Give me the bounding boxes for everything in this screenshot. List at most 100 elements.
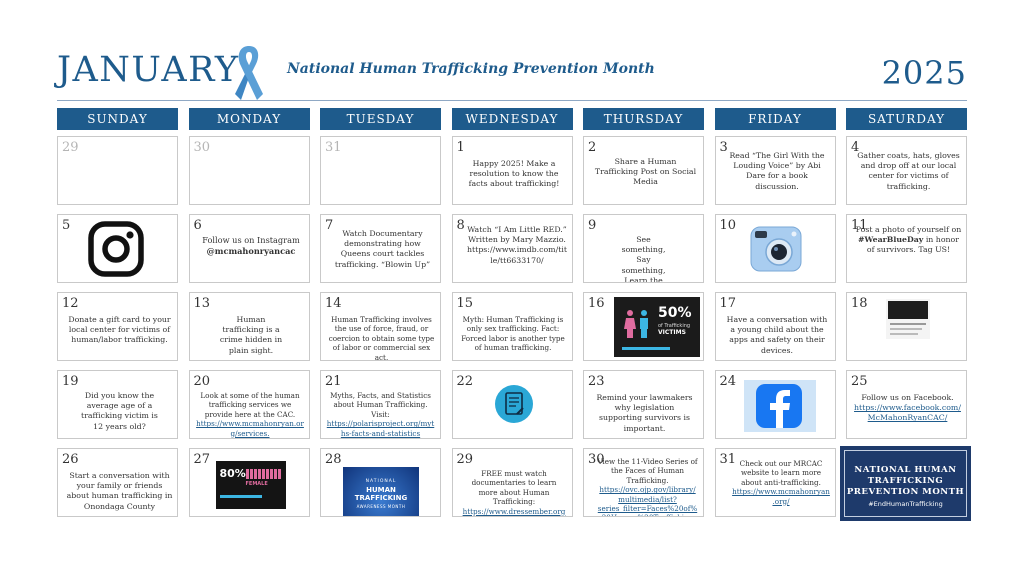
honor-survivors-text: in honor of survivors. Tag US! (866, 235, 959, 255)
day-number: 30 (588, 452, 605, 467)
weekday-sunday: SUNDAY (57, 108, 178, 130)
day-number: 11 (851, 218, 868, 233)
documentaries-text: FREE must watch documentaries to learn m… (471, 469, 557, 507)
day-number: 22 (456, 374, 474, 389)
day-cell-26: 26 Start a conversation with your family… (57, 448, 178, 517)
month-title: JANUARY (57, 50, 240, 90)
day-number: 28 (325, 452, 342, 467)
poster-line-1: of Trafficking (658, 323, 691, 329)
poster-top: NATIONAL (365, 479, 397, 484)
polaris-link[interactable]: https://polarisproject.org/myths-facts-a… (326, 419, 435, 438)
day-cell-22: 22 (451, 370, 573, 439)
services-link[interactable]: https://www.mcmahonryan.org/services. (196, 419, 304, 438)
wear-blue-day-hashtag: #WearBlueDay (858, 235, 924, 245)
day-cell-8: 8 Watch “I Am Little RED.” Written by Ma… (451, 214, 573, 283)
poster-percent: 50% (658, 305, 692, 321)
day-cell-4: 4 Gather coats, hats, gloves and drop of… (846, 136, 967, 205)
day-text: Remind your lawmakers why legislation su… (596, 393, 693, 433)
day-text: Follow us on Instagram @mcmahonryancac (198, 235, 305, 257)
awareness-flyer-thumbnail (886, 299, 930, 339)
day-number: 15 (456, 296, 474, 311)
day-cell-23: 23 Remind your lawmakers why legislation… (583, 370, 704, 439)
female-victims-poster: 80% FEMALE (215, 461, 286, 509)
mrcac-text: Check out our MRCAC website to learn mor… (739, 459, 823, 487)
day-cell-18: 18 (846, 292, 967, 361)
day-number: 16 (588, 296, 605, 311)
weekday-tuesday: TUESDAY (320, 108, 441, 130)
weekday-thursday: THURSDAY (583, 108, 704, 130)
day-cell-dec-31: 31 (320, 136, 441, 205)
day-number: 26 (62, 452, 79, 467)
day-text: Gather coats, hats, gloves and drop off … (857, 151, 960, 191)
day-cell-3: 3 Read “The Girl With the Louding Voice”… (714, 136, 836, 205)
day-text: See something, Say something, Learn the … (621, 235, 666, 283)
day-text: Did you know the average age of a traffi… (81, 391, 158, 431)
day-cell-11: 11 Post a photo of yourself on #WearBlue… (846, 214, 967, 283)
day-text: Human trafficking is a crime hidden in p… (219, 315, 283, 355)
day-cell-25: 25 Follow us on Facebook. https://www.fa… (846, 370, 967, 439)
day-cell-dec-29: 29 (57, 136, 178, 205)
day-text: Myth: Human Trafficking is only sex traf… (461, 315, 565, 353)
video-series-text: View the 11-Video Series of the Faces of… (597, 457, 698, 485)
day-cell-15: 15 Myth: Human Trafficking is only sex t… (451, 292, 573, 361)
day-cell-16: 16 50% of Trafficking VICTIMS (583, 292, 704, 361)
day-cell-28: 28 NATIONAL HUMAN TRAFFICKING AWARENESS … (320, 448, 441, 517)
day-cell-27: 27 80% FEMALE (188, 448, 310, 517)
day-text: FREE must watch documentaries to learn m… (462, 469, 566, 516)
day-number: 29 (456, 452, 474, 467)
day-number: 8 (456, 218, 465, 233)
calendar-header: JANUARY National Human Trafficking Preve… (57, 40, 967, 102)
awareness-ribbon-icon (235, 46, 263, 100)
day-number: 9 (588, 218, 597, 233)
day-number: 29 (62, 140, 79, 155)
weekday-saturday: SATURDAY (846, 108, 967, 130)
day-text: View the 11-Video Series of the Faces of… (596, 457, 699, 516)
day-cell-9: 9 See something, Say something, Learn th… (583, 214, 704, 283)
poster-word: FEMALE (245, 481, 268, 487)
poster-mid: HUMAN TRAFFICKING (354, 486, 408, 502)
instagram-icon[interactable] (88, 221, 144, 277)
facebook-link[interactable]: https://www.facebook.com/McMahonRyanCAC/ (854, 403, 961, 423)
day-cell-7: 7 Watch Documentary demonstrating how Qu… (320, 214, 441, 283)
banner-hashtag: #EndHumanTrafficking (868, 500, 943, 508)
day-text: Happy 2025! Make a resolution to know th… (468, 159, 560, 189)
day-cell-5: 5 (57, 214, 178, 283)
document-icon (494, 385, 533, 423)
day-cell-14: 14 Human Trafficking involves the use of… (320, 292, 441, 361)
day-number: 1 (456, 140, 465, 155)
day-number: 6 (193, 218, 202, 233)
day-cell-31: 31 Check out our MRCAC website to learn … (714, 448, 836, 517)
weekday-monday: MONDAY (188, 108, 310, 130)
gender-figures-icon (624, 310, 648, 338)
poster-accent-bar (622, 347, 670, 350)
day-number: 5 (62, 218, 71, 233)
day-text: Human Trafficking involves the use of fo… (328, 315, 435, 361)
day-number: 25 (851, 374, 868, 389)
facebook-icon[interactable] (743, 380, 816, 432)
dressember-link[interactable]: https://www.dressember.org/blog/document… (462, 506, 566, 516)
day-cell-20: 20 Look at some of the human trafficking… (188, 370, 310, 439)
day-cell-dec-30: 30 (188, 136, 310, 205)
post-photo-text: Post a photo of yourself on (855, 225, 962, 234)
day-text: Have a conversation with a young child a… (726, 315, 828, 355)
follow-instagram-text: Follow us on Instagram (202, 235, 300, 245)
header-divider (57, 100, 967, 101)
day-cell-1: 1 Happy 2025! Make a resolution to know … (451, 136, 573, 205)
ovc-link[interactable]: https://ovc.ojp.gov/library/multimedia/l… (597, 485, 698, 516)
day-number: 31 (325, 140, 342, 155)
day-cell-13: 13 Human trafficking is a crime hidden i… (188, 292, 310, 361)
instagram-handle[interactable]: @mcmahonryancac (206, 246, 296, 256)
figures-row (245, 469, 282, 479)
day-number: 12 (62, 296, 79, 311)
instant-camera-icon (750, 226, 801, 272)
weekday-friday: FRIDAY (714, 108, 836, 130)
day-number: 27 (193, 452, 211, 467)
services-text: Look at some of the human trafficking se… (200, 391, 300, 419)
day-cell-24: 24 (714, 370, 836, 439)
day-number: 18 (851, 296, 868, 311)
day-text: Myths, Facts, and Statistics about Human… (325, 391, 436, 438)
mcmahonryan-link[interactable]: https://www.mcmahonryan.org/ (732, 487, 830, 506)
day-cell-29: 29 FREE must watch documentaries to lear… (451, 448, 573, 517)
day-cell-19: 19 Did you know the average age of a tra… (57, 370, 178, 439)
day-text: Share a Human Trafficking Post on Social… (594, 157, 697, 187)
